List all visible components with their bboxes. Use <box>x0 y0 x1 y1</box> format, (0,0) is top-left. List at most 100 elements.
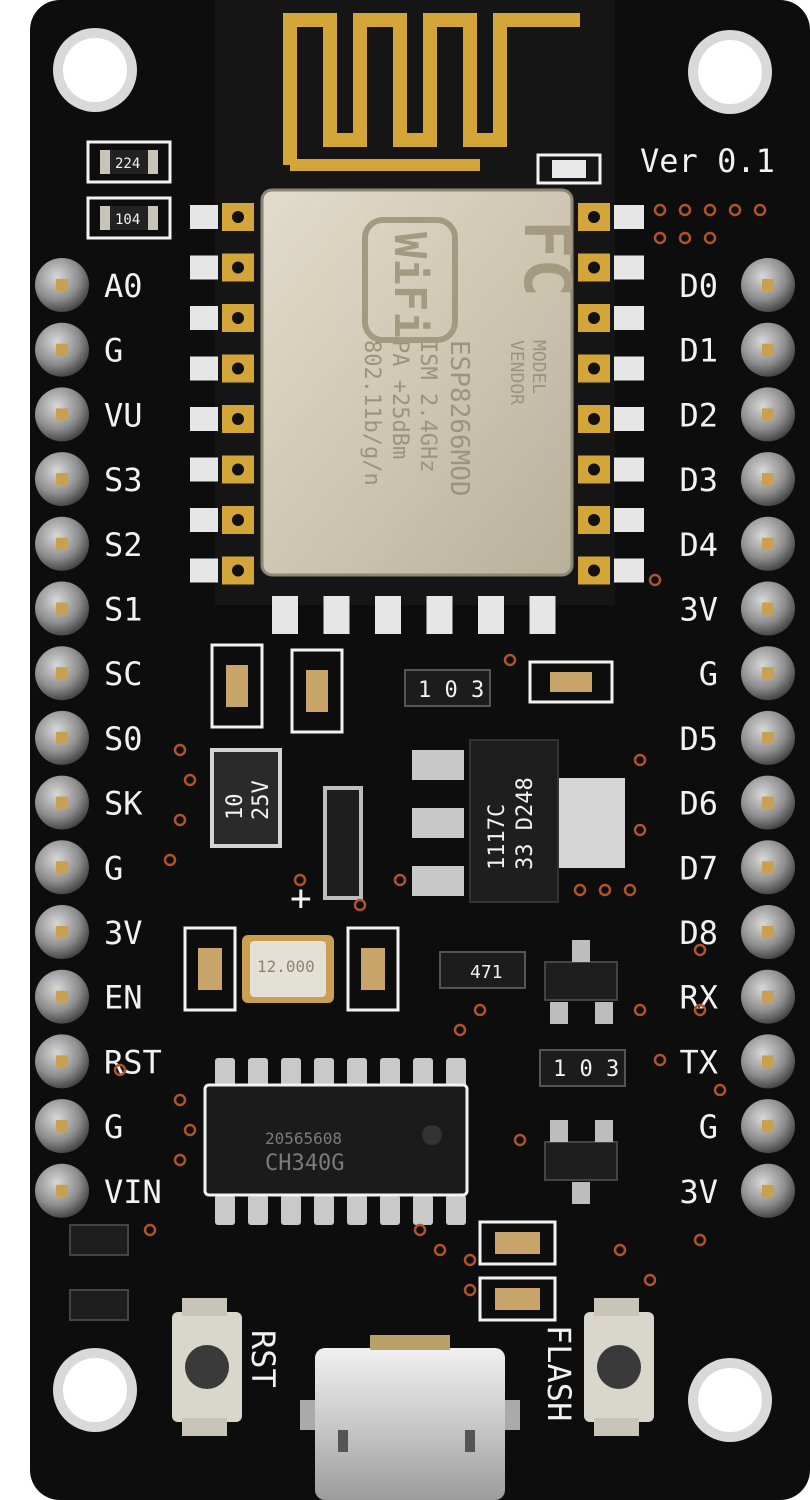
fcc-logo: FC <box>509 220 583 297</box>
right-header-pin <box>741 452 795 507</box>
right-pin-label: D6 <box>679 785 718 823</box>
svg-text:25V: 25V <box>249 780 274 820</box>
resistor-224: 224 <box>86 140 172 184</box>
right-header-pin <box>741 516 795 571</box>
right-pin-label: D5 <box>679 720 718 758</box>
svg-text:10: 10 <box>223 794 248 821</box>
right-header-pins <box>741 258 795 1218</box>
led-outline <box>536 153 602 185</box>
svg-text:1 0 3: 1 0 3 <box>418 678 484 703</box>
svg-text:1 0 3: 1 0 3 <box>553 1057 619 1082</box>
left-pin-label: G <box>104 1108 123 1146</box>
module-pads <box>190 203 644 634</box>
right-pin-label: D0 <box>679 267 718 305</box>
left-pin-label: G <box>104 332 123 370</box>
left-header-pin <box>35 516 89 571</box>
svg-text:33 D248: 33 D248 <box>513 777 538 870</box>
left-header-pin <box>35 322 89 377</box>
left-pin-label: VU <box>104 396 143 434</box>
right-header-pin <box>741 581 795 636</box>
right-header-pin <box>741 969 795 1024</box>
right-pin-label: D7 <box>679 849 718 887</box>
version-label: Ver 0.1 <box>640 142 775 180</box>
resistor-array-471: 471 <box>439 951 526 989</box>
left-header-pin <box>35 710 89 765</box>
left-pin-label: 3V <box>104 914 143 952</box>
left-header-pin <box>35 452 89 507</box>
svg-text:CH340G: CH340G <box>265 1151 344 1176</box>
wifi-logo: WiFi <box>384 232 435 338</box>
flash-button[interactable] <box>584 1298 654 1436</box>
resistor-104: 104 <box>86 196 172 240</box>
right-pin-label: 3V <box>679 1173 718 1211</box>
left-pin-label: S2 <box>104 526 143 564</box>
right-header-pin <box>741 258 795 312</box>
left-header-pin <box>35 1034 89 1089</box>
right-pin-label: D1 <box>679 332 718 370</box>
wifi-logo-frame <box>362 217 458 343</box>
diode <box>323 786 363 900</box>
left-header-pin <box>35 1099 89 1154</box>
right-header-pin <box>741 1163 795 1218</box>
right-pin-label: D2 <box>679 396 718 434</box>
right-header-pin <box>741 775 795 830</box>
right-pin-label: 3V <box>679 591 718 629</box>
right-header-pin <box>741 387 795 442</box>
left-pin-label: SK <box>104 785 143 823</box>
right-pin-label: TX <box>679 1043 718 1081</box>
rst-button-label: RST <box>244 1330 282 1388</box>
svg-text:20565608: 20565608 <box>265 1129 342 1148</box>
svg-text:104: 104 <box>115 212 140 228</box>
left-header-pin <box>35 840 89 895</box>
left-pin-label: A0 <box>104 267 143 305</box>
right-pin-label: G <box>699 1108 718 1146</box>
left-pin-label: G <box>104 849 123 887</box>
smd-capacitors <box>183 643 614 1322</box>
capacitor-10uf: 10 25V <box>210 748 282 848</box>
right-pin-label: D4 <box>679 526 718 564</box>
left-pin-label: S1 <box>104 591 143 629</box>
shield-markings: FC MODEL VENDOR ESP8266MOD ISM 2.4GHz PA… <box>359 217 583 497</box>
right-pin-label: D3 <box>679 461 718 499</box>
plus-marking: + <box>290 878 312 919</box>
left-header-pin <box>35 387 89 442</box>
right-pin-label: G <box>699 655 718 693</box>
svg-text:12.000: 12.000 <box>257 957 315 976</box>
vias <box>113 203 767 1297</box>
pcb-antenna <box>283 13 580 165</box>
svg-text:224: 224 <box>115 156 140 172</box>
right-header-pin <box>741 1099 795 1154</box>
left-header-pin <box>35 258 89 312</box>
rst-button[interactable] <box>172 1298 242 1436</box>
left-pin-label: VIN <box>104 1173 162 1211</box>
band-text: ISM 2.4GHz <box>415 340 440 472</box>
right-header-pin <box>741 646 795 701</box>
usb-serial-chip-ch340g: CH340G 20565608 <box>203 1058 469 1225</box>
right-header-pin <box>741 322 795 377</box>
left-header-pin <box>35 1163 89 1218</box>
resistor-array-103-bottom: 1 0 3 <box>539 1049 626 1087</box>
left-pin-label: SC <box>104 655 143 693</box>
svg-text:1117C: 1117C <box>485 804 510 870</box>
esp-metal-shield <box>260 188 574 577</box>
chip-name: ESP8266MOD <box>444 340 474 497</box>
power-text: PA +25dBm <box>387 340 412 459</box>
model-text: MODEL <box>528 340 549 394</box>
left-pin-label: S3 <box>104 461 143 499</box>
right-pin-label: RX <box>679 979 718 1017</box>
svg-text:471: 471 <box>470 962 503 983</box>
flash-button-label: FLASH <box>540 1325 578 1421</box>
standard-text: 802.11b/g/n <box>359 340 384 486</box>
micro-usb-port[interactable] <box>300 1335 520 1500</box>
led <box>552 160 586 178</box>
resistor-array-103-top: 1 0 3 <box>404 669 491 707</box>
voltage-regulator-ams1117: 1117C 33 D248 <box>412 739 625 903</box>
left-pin-label: S0 <box>104 720 143 758</box>
left-pin-label: RST <box>104 1043 162 1081</box>
vendor-text: VENDOR <box>506 340 527 405</box>
transistors <box>69 940 618 1321</box>
right-header-pin <box>741 710 795 765</box>
